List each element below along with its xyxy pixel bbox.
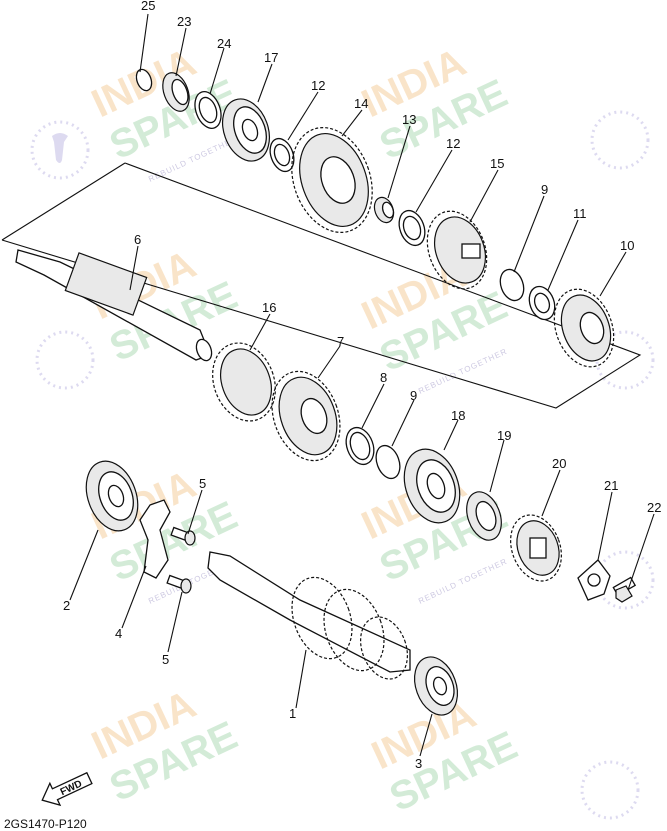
watermark-logo-icon xyxy=(35,330,95,390)
part-20-sprocket xyxy=(510,514,562,582)
callout-16: 16 xyxy=(262,300,276,315)
part-3-bearing xyxy=(413,656,459,716)
callout-9-b: 9 xyxy=(410,388,417,403)
part-12-washer-b xyxy=(398,209,426,247)
callout-23: 23 xyxy=(177,14,191,29)
callout-labels: 25 23 24 17 12 14 13 12 15 9 11 10 6 16 … xyxy=(63,0,661,771)
part-5-screw xyxy=(170,526,196,546)
part-24-washer xyxy=(194,91,222,129)
part-9-circlip xyxy=(499,268,525,302)
watermark-logo-icon xyxy=(590,110,650,170)
callout-13: 13 xyxy=(402,112,416,127)
callout-12: 12 xyxy=(311,78,325,93)
callout-11: 11 xyxy=(573,206,587,221)
part-10-gear xyxy=(553,288,615,368)
leader-lines xyxy=(69,13,655,757)
part-1-drive-axle xyxy=(207,551,411,680)
fwd-label: FWD xyxy=(59,778,84,798)
callout-22: 22 xyxy=(647,500,661,515)
watermark-logo-icon xyxy=(580,760,640,820)
part-11-washer xyxy=(528,285,556,321)
part-5-screw-b xyxy=(166,574,192,594)
part-6-main-axle xyxy=(15,249,213,362)
callout-10: 10 xyxy=(620,238,634,253)
callout-7: 7 xyxy=(337,334,344,349)
part-8-washer xyxy=(345,426,375,466)
watermark-logo-icon xyxy=(595,550,655,610)
part-19-oil-seal xyxy=(466,491,502,541)
callout-24: 24 xyxy=(217,36,231,51)
callout-1: 1 xyxy=(289,706,296,721)
callout-8: 8 xyxy=(380,370,387,385)
watermark-logo-icon xyxy=(595,330,655,390)
callout-5: 5 xyxy=(199,476,206,491)
fwd-arrow-icon: FWD xyxy=(41,771,93,807)
part-2-bearing xyxy=(85,460,139,532)
callout-5-b: 5 xyxy=(162,652,169,667)
callout-12-b: 12 xyxy=(446,136,460,151)
callout-19: 19 xyxy=(497,428,511,443)
part-17-bearing xyxy=(222,98,270,162)
callout-3: 3 xyxy=(415,756,422,771)
watermark-logo-icon xyxy=(30,120,90,180)
callout-18: 18 xyxy=(451,408,465,423)
part-12-washer xyxy=(269,137,295,173)
part-14-gear xyxy=(291,127,373,233)
callout-9: 9 xyxy=(541,182,548,197)
diagram-code: 2GS1470-P120 xyxy=(4,817,87,831)
part-7-gear xyxy=(271,370,341,462)
callout-21: 21 xyxy=(604,478,618,493)
callout-20: 20 xyxy=(552,456,566,471)
callout-17: 17 xyxy=(264,50,278,65)
part-18-bearing xyxy=(403,448,461,524)
callout-6: 6 xyxy=(134,232,141,247)
assembly-bracket xyxy=(1,162,642,409)
part-23-bushing xyxy=(162,72,190,112)
part-4-bearing-stopper xyxy=(139,499,171,579)
callout-15: 15 xyxy=(490,156,504,171)
callout-25: 25 xyxy=(141,0,155,13)
callout-14: 14 xyxy=(354,96,368,111)
callout-4: 4 xyxy=(115,626,122,641)
callout-2: 2 xyxy=(63,598,70,613)
part-22-bolt xyxy=(612,576,637,603)
part-15-gear xyxy=(426,210,488,290)
part-13-bushing xyxy=(373,196,395,224)
part-21-lock-washer xyxy=(577,559,611,601)
part-16-gear xyxy=(212,342,276,422)
part-9-circlip-b xyxy=(375,444,401,480)
